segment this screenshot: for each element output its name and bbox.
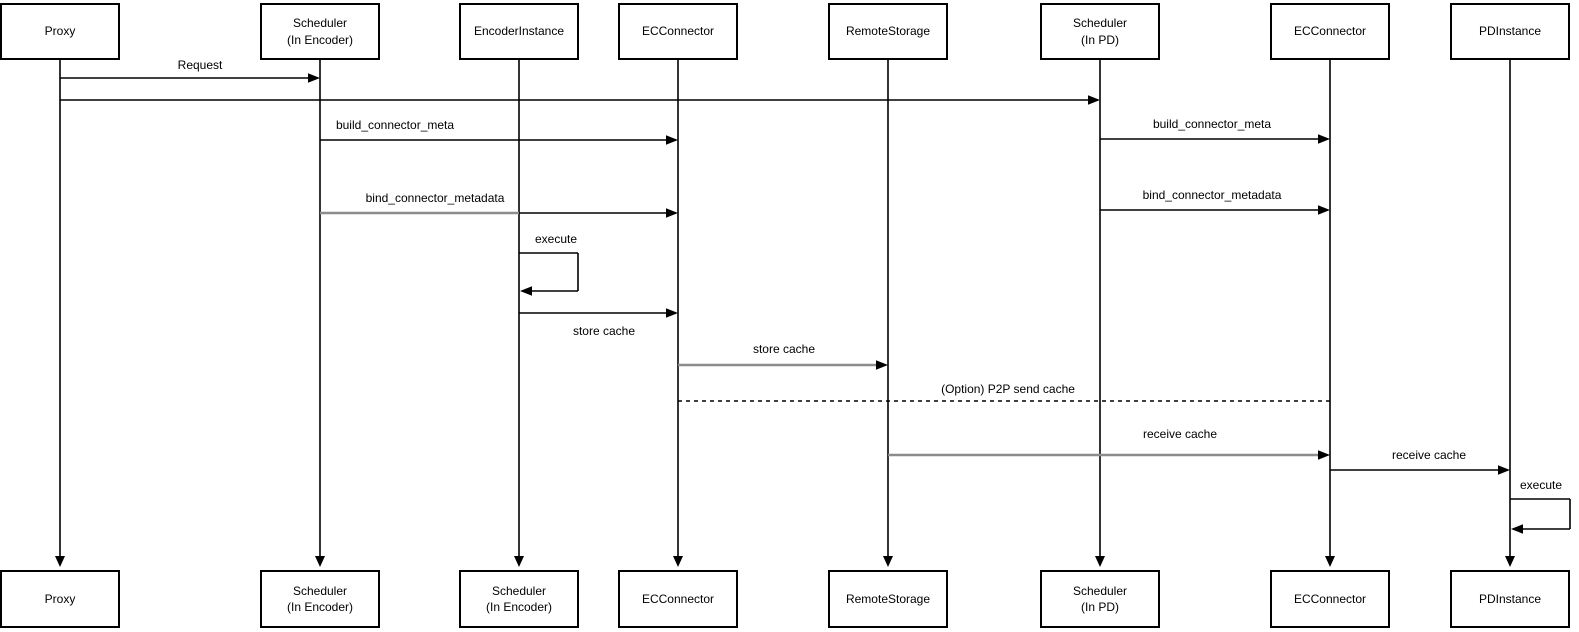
message-arrowhead-receive-cache-pd — [1498, 465, 1510, 475]
message-label-store-cache-connector: store cache — [572, 324, 636, 338]
message-label-execute-pd: execute — [1519, 478, 1563, 492]
actor-label-top-remote-storage: RemoteStorage — [845, 24, 931, 39]
actor-box-bottom-ec-connector-encoder: ECConnector — [618, 570, 738, 628]
message-arrowhead-build-connector-meta-pd — [1318, 134, 1330, 144]
message-arrowhead-bind-connector-meta-enc — [666, 208, 678, 218]
lifeline-arrowhead-ec-connector-pd — [1325, 556, 1335, 567]
message-label-bind-connector-meta-pd: bind_connector_metadata — [1142, 188, 1282, 202]
actor-label-bottom-remote-storage: RemoteStorage — [845, 591, 931, 606]
message-arrowhead-build-connector-meta-enc — [666, 135, 678, 145]
actor-box-top-ec-connector-pd: ECConnector — [1270, 3, 1390, 60]
lifeline-arrowhead-remote-storage — [883, 556, 893, 567]
message-label-request: Request — [177, 58, 223, 72]
self-loop-arrowhead-execute-pd — [1511, 524, 1523, 534]
message-arrowhead-request — [308, 73, 320, 83]
message-arrowhead-bind-connector-meta-pd — [1318, 205, 1330, 215]
actor-box-bottom-ec-connector-pd: ECConnector — [1270, 570, 1390, 628]
actor-label-top-ec-connector-pd: ECConnector — [1293, 24, 1367, 39]
actor-box-bottom-encoder-instance: Scheduler (In Encoder) — [459, 570, 579, 628]
actor-box-top-scheduler-pd: Scheduler (In PD) — [1040, 3, 1160, 60]
message-label-p2p-send-cache: (Option) P2P send cache — [941, 382, 1075, 396]
actor-label-top-pd-instance: PDInstance — [1478, 24, 1542, 39]
message-label-build-connector-meta-pd: build_connector_meta — [1152, 117, 1272, 131]
message-label-build-connector-meta-enc: build_connector_meta — [335, 118, 455, 132]
actor-box-top-pd-instance: PDInstance — [1450, 3, 1570, 60]
actor-box-top-proxy: Proxy — [0, 3, 120, 60]
actor-label-top-ec-connector-encoder: ECConnector — [641, 24, 715, 39]
message-label-bind-connector-meta-enc: bind_connector_metadata — [365, 191, 505, 205]
lifeline-arrowhead-encoder-instance — [514, 556, 524, 567]
actor-label-top-scheduler-pd: Scheduler (In PD) — [1072, 16, 1128, 47]
message-label-receive-cache-pd: receive cache — [1391, 448, 1467, 462]
actor-box-bottom-remote-storage: RemoteStorage — [828, 570, 948, 628]
message-arrowhead-store-cache-remote — [876, 360, 888, 370]
actor-label-bottom-ec-connector-pd: ECConnector — [1293, 591, 1367, 606]
actor-label-bottom-scheduler-encoder: Scheduler (In Encoder) — [286, 583, 354, 614]
actor-label-top-scheduler-encoder: Scheduler (In Encoder) — [286, 16, 354, 47]
message-arrowhead-store-cache-connector — [666, 308, 678, 318]
actor-box-top-ec-connector-encoder: ECConnector — [618, 3, 738, 60]
actor-box-bottom-scheduler-encoder: Scheduler (In Encoder) — [260, 570, 380, 628]
actor-label-bottom-encoder-instance: Scheduler (In Encoder) — [485, 583, 553, 614]
lifeline-arrowhead-scheduler-encoder — [315, 556, 325, 567]
actor-box-bottom-pd-instance: PDInstance — [1450, 570, 1570, 628]
actor-label-top-proxy: Proxy — [44, 24, 76, 39]
actor-label-bottom-proxy: Proxy — [44, 591, 76, 606]
message-arrowhead-forward-request — [1088, 95, 1100, 105]
actor-box-bottom-proxy: Proxy — [0, 570, 120, 628]
message-label-execute-encoder: execute — [534, 232, 578, 246]
lifeline-arrowhead-proxy — [55, 556, 65, 567]
actor-box-top-remote-storage: RemoteStorage — [828, 3, 948, 60]
actor-box-bottom-scheduler-pd: Scheduler (In PD) — [1040, 570, 1160, 628]
lifeline-arrowhead-pd-instance — [1505, 556, 1515, 567]
actor-label-bottom-pd-instance: PDInstance — [1478, 591, 1542, 606]
actor-box-top-encoder-instance: EncoderInstance — [459, 3, 579, 60]
message-label-receive-cache-connector: receive cache — [1142, 427, 1218, 441]
actor-label-bottom-scheduler-pd: Scheduler (In PD) — [1072, 583, 1128, 614]
self-loop-arrowhead-execute-encoder — [520, 286, 532, 296]
message-arrowhead-receive-cache-connector — [1318, 450, 1330, 460]
actor-label-top-encoder-instance: EncoderInstance — [473, 24, 565, 39]
lifeline-arrowhead-ec-connector-encoder — [673, 556, 683, 567]
actor-label-bottom-ec-connector-encoder: ECConnector — [641, 591, 715, 606]
actor-box-top-scheduler-encoder: Scheduler (In Encoder) — [260, 3, 380, 60]
lifeline-arrowhead-scheduler-pd — [1095, 556, 1105, 567]
message-label-store-cache-remote: store cache — [752, 342, 816, 356]
